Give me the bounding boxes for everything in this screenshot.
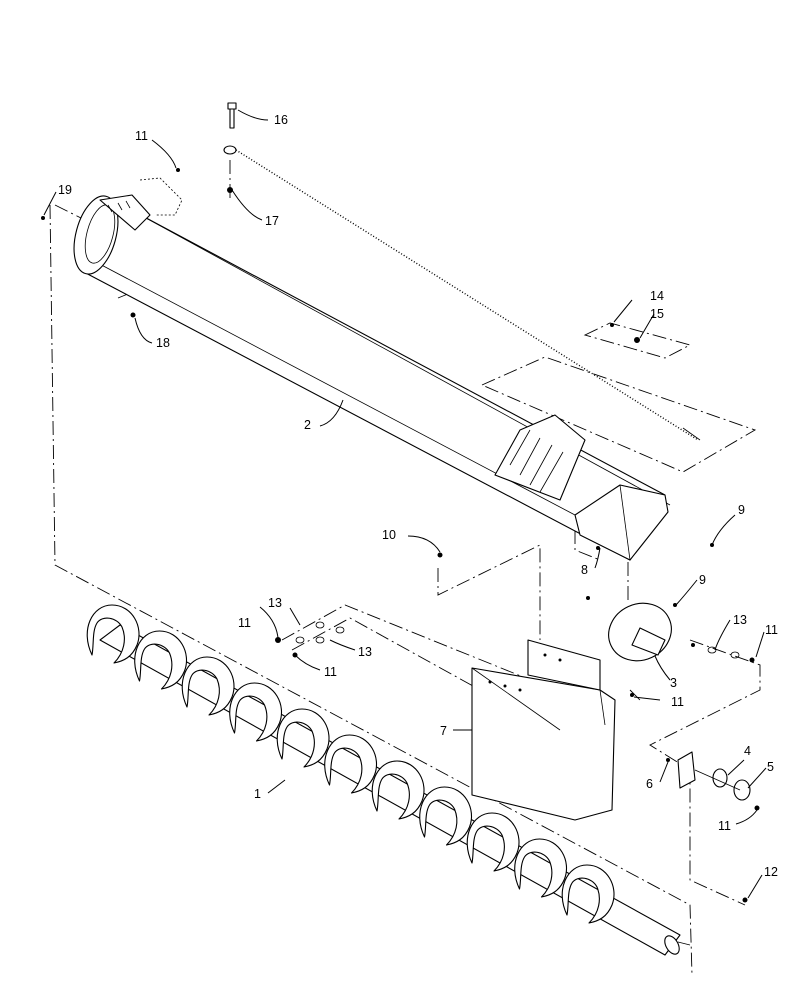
cover-disc <box>608 602 672 662</box>
callout-11c: 11 <box>324 665 337 679</box>
auger-flight <box>371 760 425 820</box>
auger-flight <box>419 786 473 846</box>
alignment-lines <box>49 160 761 976</box>
callout-11b: 11 <box>238 616 251 630</box>
callout-labels: 1 2 3 4 5 6 7 8 9 9 10 11 11 11 11 11 11… <box>58 113 778 879</box>
auger-flight <box>276 708 330 768</box>
callout-10: 10 <box>382 528 396 542</box>
guard-outline <box>139 177 183 216</box>
callout-7: 7 <box>440 724 447 738</box>
auger-flight <box>514 838 568 898</box>
callout-19: 19 <box>58 183 72 197</box>
callout-2: 2 <box>304 418 311 432</box>
callout-11d: 11 <box>765 623 778 637</box>
auger-flight <box>134 630 188 690</box>
hopper <box>471 639 616 821</box>
auger-flight <box>86 604 140 664</box>
bearing-bracket <box>677 751 751 801</box>
auger-flighting <box>86 604 691 956</box>
callout-3: 3 <box>670 676 677 690</box>
callout-5: 5 <box>767 760 774 774</box>
callout-6: 6 <box>646 777 653 791</box>
callout-11e: 11 <box>671 695 684 709</box>
callout-14: 14 <box>650 289 664 303</box>
callout-13c: 13 <box>733 613 747 627</box>
callout-9b: 9 <box>699 573 706 587</box>
callout-12: 12 <box>764 865 778 879</box>
auger-flight <box>181 656 235 716</box>
auger-tube <box>73 194 671 561</box>
callout-17: 17 <box>265 214 279 228</box>
callout-13a: 13 <box>268 596 282 610</box>
callout-13b: 13 <box>358 645 372 659</box>
callout-1: 1 <box>254 787 261 801</box>
callout-11f: 11 <box>718 819 731 833</box>
callout-15: 15 <box>650 307 664 321</box>
auger-flight <box>561 864 615 924</box>
callout-18: 18 <box>156 336 170 350</box>
callout-leaders <box>43 109 767 899</box>
callout-8: 8 <box>581 563 588 577</box>
auger-flight <box>324 734 378 794</box>
callout-16: 16 <box>274 113 288 127</box>
auger-flight <box>229 682 283 742</box>
callout-4: 4 <box>744 744 751 758</box>
callout-11a: 11 <box>135 129 148 143</box>
callout-9a: 9 <box>738 503 745 517</box>
adjuster-rod <box>235 149 699 441</box>
auger-flight <box>466 812 520 872</box>
